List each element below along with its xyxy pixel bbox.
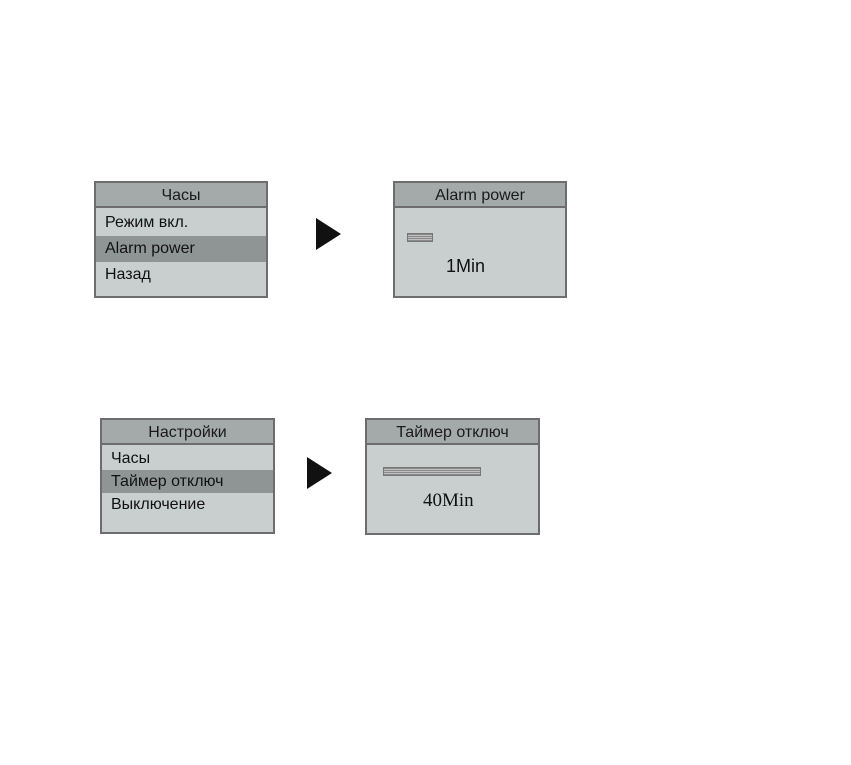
off-timer-value: 40Min (423, 490, 474, 512)
menu-item-alarm-power[interactable]: Alarm power (96, 236, 266, 262)
menu-item-clock[interactable]: Часы (102, 447, 273, 470)
menu-item-mode-on[interactable]: Режим вкл. (96, 210, 266, 236)
settings-menu-screen: Настройки Часы Таймер отключ Выключение (100, 418, 275, 534)
clock-menu-list: Режим вкл. Alarm power Назад (96, 208, 266, 288)
alarm-power-value: 1Min (446, 256, 485, 277)
settings-menu-list: Часы Таймер отключ Выключение (102, 445, 273, 516)
menu-item-off-timer[interactable]: Таймер отключ (102, 470, 273, 493)
settings-menu-title: Настройки (102, 420, 273, 445)
next-arrow-icon (316, 218, 341, 250)
alarm-power-screen: Alarm power 1Min (393, 181, 567, 298)
clock-menu-title: Часы (96, 183, 266, 208)
alarm-power-level-bar (407, 233, 433, 242)
alarm-power-title: Alarm power (395, 183, 565, 208)
off-timer-title: Таймер отключ (367, 420, 538, 445)
clock-menu-screen: Часы Режим вкл. Alarm power Назад (94, 181, 268, 298)
off-timer-screen: Таймер отключ 40Min (365, 418, 540, 535)
next-arrow-icon (307, 457, 332, 489)
menu-item-back[interactable]: Назад (96, 262, 266, 288)
menu-item-shutdown[interactable]: Выключение (102, 493, 273, 516)
off-timer-level-bar (383, 467, 481, 476)
